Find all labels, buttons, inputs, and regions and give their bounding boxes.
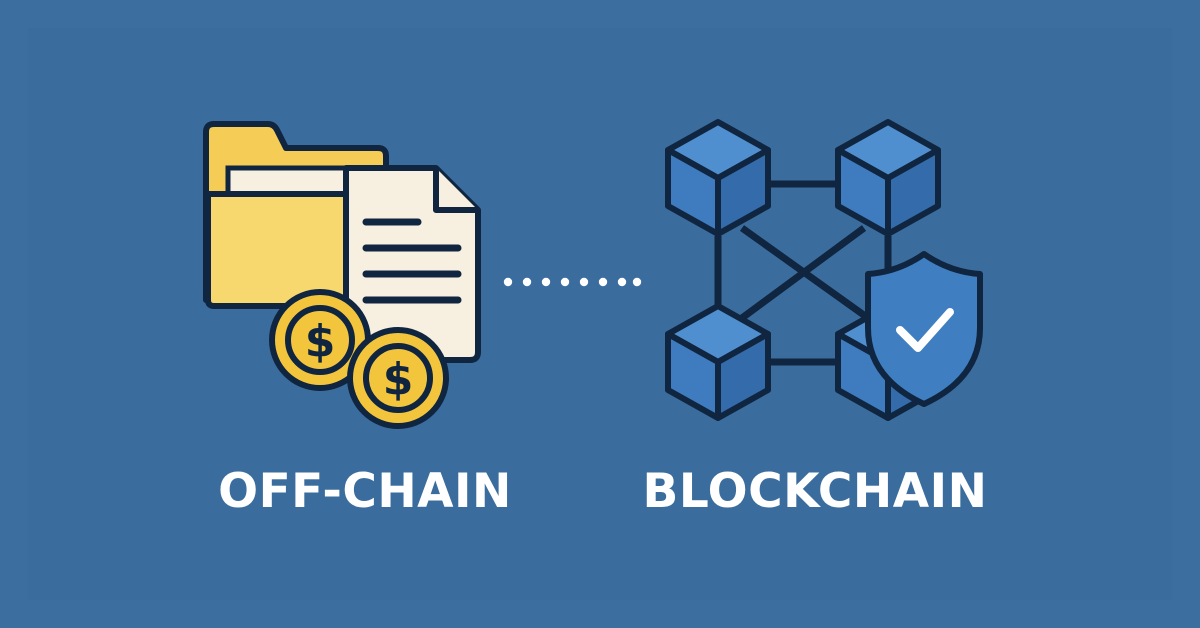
cube-block [665, 303, 771, 421]
svg-text:$: $ [305, 316, 336, 367]
dollar-coin-icon: $ [269, 289, 371, 391]
svg-text:$: $ [383, 354, 414, 405]
dotted-connector [503, 277, 642, 287]
cube-block [835, 119, 941, 237]
blockchain-label: BLOCKCHAIN [642, 464, 988, 519]
cube-block [665, 119, 771, 237]
folder-icon [203, 121, 389, 309]
shield-check-icon [865, 251, 983, 407]
off-chain-label: OFF-CHAIN [218, 464, 512, 519]
dollar-coin-icon: $ [347, 327, 449, 429]
